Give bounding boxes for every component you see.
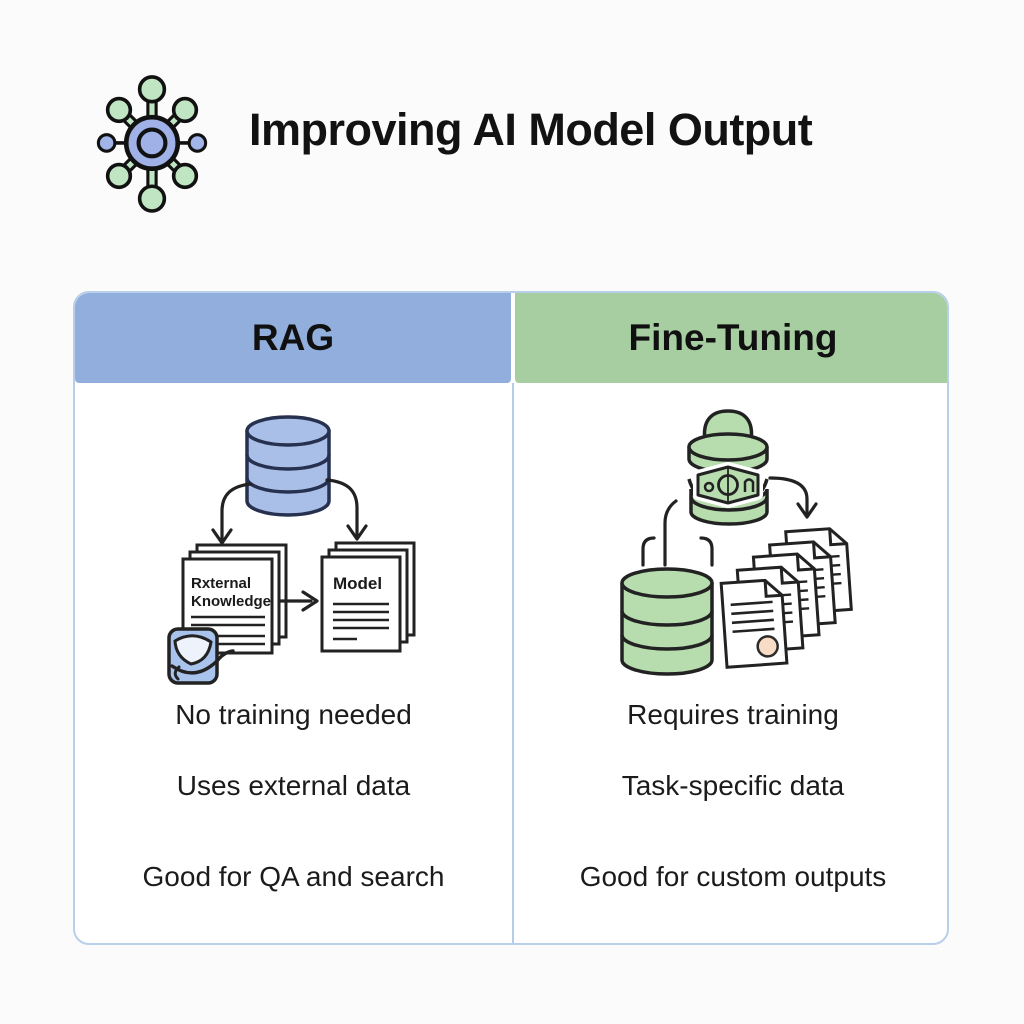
money-icon xyxy=(693,462,763,508)
rag-illustration: Rxternal Knowledge Model xyxy=(167,415,416,685)
search-badge-icon xyxy=(167,627,235,685)
rag-feature-1: No training needed xyxy=(175,699,412,730)
doc-text-lines xyxy=(333,602,389,641)
rag-feature-3: Good for QA and search xyxy=(142,861,445,892)
hub-nodes xyxy=(96,75,208,213)
finetuning-feature-1: Requires training xyxy=(627,699,839,730)
rag-column-header: RAG xyxy=(75,293,511,383)
database-icon xyxy=(245,415,331,517)
finetuning-feature-2: Task-specific data xyxy=(621,770,845,801)
arrow-down-right-icon xyxy=(325,478,368,541)
network-hub-icon xyxy=(96,75,208,213)
doc-label-line2: Knowledge xyxy=(191,593,271,610)
arrow-down-left-icon xyxy=(211,482,253,545)
arrow-right-icon xyxy=(277,590,319,612)
document-seal xyxy=(756,635,779,658)
model-doc-stack: Model xyxy=(320,541,416,653)
cascade-front-page xyxy=(719,578,789,669)
hub-center xyxy=(123,114,181,172)
connector-lines xyxy=(641,499,714,567)
page-title: Improving AI Model Output xyxy=(249,104,813,155)
rag-header-label: RAG xyxy=(251,317,335,358)
document-cascade-icon xyxy=(719,527,853,669)
comparison-table: RAG Fine-Tuning xyxy=(73,291,949,945)
finetuning-column-header: Fine-Tuning xyxy=(515,293,947,383)
finetuning-feature-3: Good for custom outputs xyxy=(579,861,887,892)
column-divider xyxy=(512,383,514,943)
finetuning-illustration xyxy=(620,409,853,676)
finetuning-header-label: Fine-Tuning xyxy=(628,317,838,358)
hub-center-ring xyxy=(136,127,168,159)
database-icon-green xyxy=(620,567,714,676)
arrow-curved-right-icon xyxy=(768,476,818,519)
rag-feature-2: Uses external data xyxy=(176,770,411,801)
doc-label-line1: Rxternal xyxy=(191,575,251,592)
model-doc-label: Model xyxy=(333,574,382,593)
